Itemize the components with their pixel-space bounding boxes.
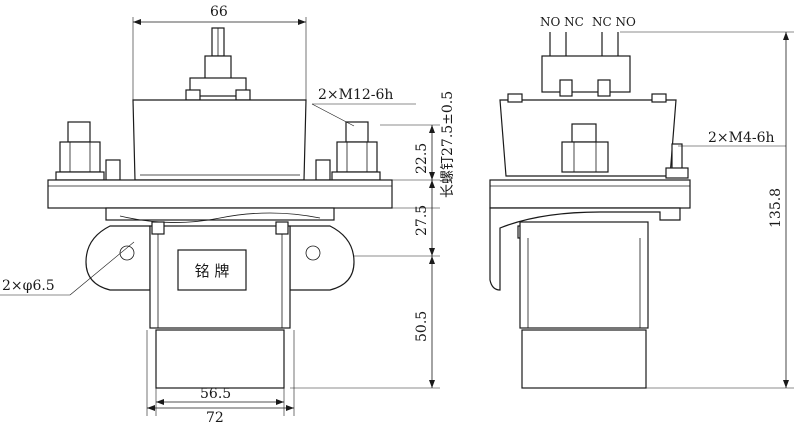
side-terminal (561, 123, 609, 173)
upper-housing (132, 99, 307, 181)
contacts-right-label: NC NO (592, 15, 636, 29)
right-terminal (315, 121, 381, 181)
side-coil (519, 221, 649, 329)
dim-total-height: 135.8 (620, 31, 794, 389)
nameplate-label: 铭 牌 (195, 262, 230, 280)
dim-m4-label: 2×M4-6h (708, 130, 775, 146)
contacts-left-label: NO NC (540, 15, 584, 29)
dim-phi: 2×φ6.5 (0, 241, 135, 296)
long-screw-label: 长螺钉27.5±0.5 (440, 91, 456, 198)
aux-pins (541, 32, 631, 97)
dim-565-label: 56.5 (200, 386, 231, 402)
dim-right: 22.5 27.5 50.5 长螺钉27.5±0.5 (290, 91, 456, 389)
top-terminal (185, 27, 251, 101)
dim-1358-label: 135.8 (768, 188, 784, 228)
dim-66-label: 66 (210, 4, 228, 20)
dim-275-label: 27.5 (414, 205, 430, 236)
side-view: NO NC NC NO 135.8 (489, 15, 794, 389)
dim-66: 66 (132, 4, 307, 100)
dim-m12-label: 2×M12-6h (318, 87, 393, 103)
lower-body (155, 329, 285, 389)
middle-band (105, 207, 335, 221)
side-lower-body (521, 329, 647, 389)
base-plate (47, 179, 393, 209)
front-view: 66 (0, 4, 456, 426)
nameplate (177, 249, 247, 291)
dim-225-label: 22.5 (414, 143, 430, 174)
side-bracket (489, 207, 681, 291)
dim-72-label: 72 (206, 410, 224, 426)
side-base-plate (489, 179, 691, 209)
dim-505-label: 50.5 (414, 311, 430, 342)
dim-phi-label: 2×φ6.5 (2, 278, 55, 294)
left-terminal (55, 121, 121, 181)
dim-m4: 2×M4-6h (678, 130, 786, 147)
dim-m12: 2×M12-6h (311, 87, 416, 127)
dim-bottom: 56.5 72 (146, 330, 295, 426)
